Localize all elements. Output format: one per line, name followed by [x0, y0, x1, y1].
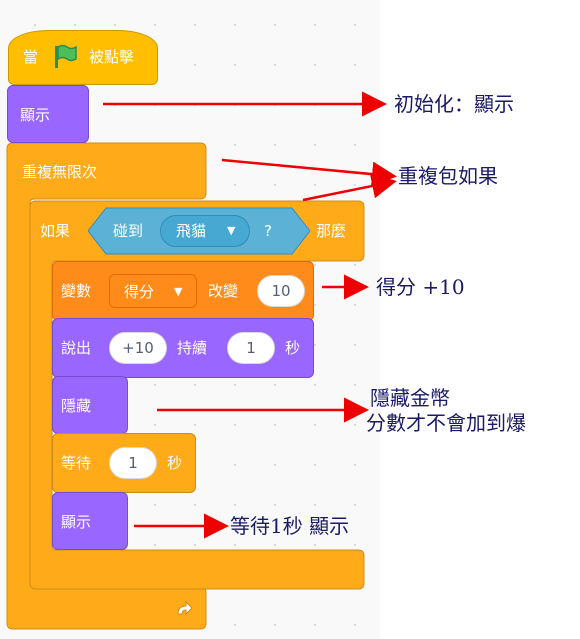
wait-secs-input[interactable]: 1	[109, 447, 157, 479]
show-label: 顯示	[61, 513, 92, 531]
say-secs-input[interactable]: 1	[227, 332, 275, 364]
say-for-secs-block[interactable]: 說出 +10 持續 1 秒	[52, 318, 314, 378]
change-variable-block[interactable]: 變數 得分 ▼ 改變 10	[52, 261, 314, 321]
annotation-score: 得分 +10	[376, 275, 465, 299]
wait-block[interactable]: 等待 1 秒	[52, 433, 196, 493]
hide-block[interactable]: 隱藏	[52, 376, 128, 434]
for-label: 持續	[177, 339, 208, 357]
when-flag-clicked-block[interactable]: 當 被點擊	[8, 30, 158, 85]
annotation-repeat: 重複包如果	[398, 164, 498, 188]
variable-label: 變數	[61, 282, 92, 300]
green-flag-icon	[51, 43, 79, 71]
show-block-init[interactable]: 顯示	[7, 85, 89, 143]
wait-label: 等待	[61, 454, 92, 472]
forever-label: 重複無限次	[22, 163, 98, 181]
loop-arrow-icon	[172, 598, 196, 622]
dropdown-arrow-icon: ▼	[174, 285, 183, 298]
change-label: 改變	[208, 282, 239, 300]
variable-dropdown[interactable]: 得分 ▼	[109, 274, 197, 308]
say-label: 說出	[61, 339, 92, 357]
annotation-init: 初始化：顯示	[394, 92, 514, 116]
touching-label: 碰到	[113, 222, 144, 240]
annotation-hide-line1: 隱藏金幣	[370, 386, 450, 410]
hat-suffix-label: 被點擊	[89, 48, 135, 66]
show-block-after-wait[interactable]: 顯示	[52, 492, 128, 550]
if-block[interactable]	[0, 0, 380, 639]
annotation-wait-show: 等待1秒 顯示	[230, 514, 350, 538]
hat-prefix-label: 當	[23, 48, 39, 66]
dropdown-arrow-icon: ▼	[227, 224, 236, 237]
variable-name: 得分	[124, 283, 155, 301]
show-label: 顯示	[20, 106, 51, 124]
say-message-input[interactable]: +10	[109, 332, 167, 364]
sec-label: 秒	[285, 339, 301, 357]
hide-label: 隱藏	[61, 397, 92, 415]
touching-target-value: 飛貓	[176, 222, 207, 240]
change-value-input[interactable]: 10	[257, 275, 305, 307]
annotation-hide-line2: 分數才不會加到爆	[366, 411, 526, 435]
then-label: 那麼	[316, 222, 347, 240]
wait-sec-label: 秒	[167, 454, 183, 472]
touching-target-dropdown[interactable]: 飛貓 ▼	[160, 215, 250, 247]
question-mark: ?	[264, 222, 272, 240]
if-label: 如果	[40, 222, 71, 240]
